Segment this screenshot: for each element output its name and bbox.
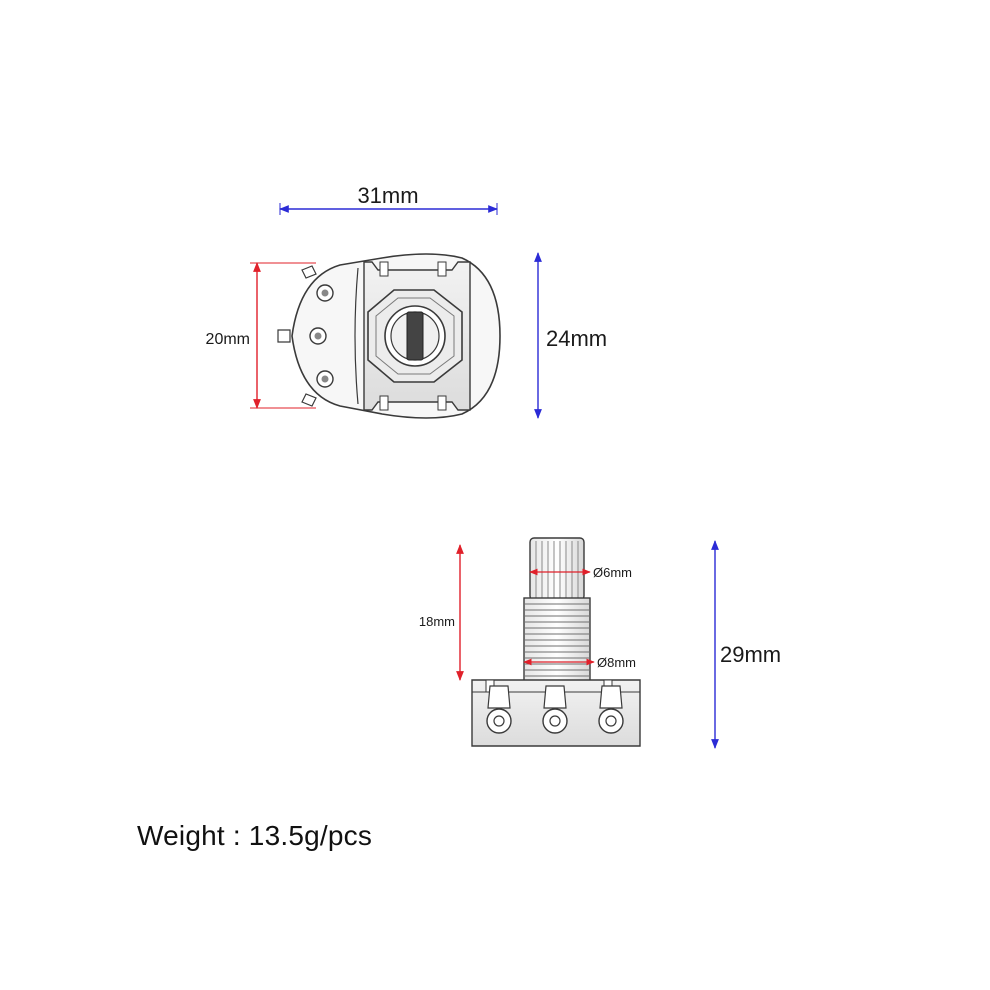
top-view-diagram: 31mm 24mm 20mm bbox=[206, 183, 607, 419]
height-dimension: 24mm bbox=[534, 252, 607, 419]
shaft-length-dimension: 18mm bbox=[419, 544, 464, 681]
thread-diameter-label: Ø8mm bbox=[597, 655, 636, 670]
potentiometer-top-body bbox=[277, 253, 501, 419]
threaded-bushing bbox=[523, 597, 591, 683]
thread-diameter-callout: Ø8mm bbox=[523, 655, 636, 670]
shaft-diameter-label: Ø6mm bbox=[593, 565, 632, 580]
weight-separator: : bbox=[224, 820, 249, 851]
width-label: 31mm bbox=[357, 183, 418, 208]
terminal-span-label: 20mm bbox=[206, 331, 250, 348]
weight-spec: Weight : 13.5g/pcs bbox=[137, 820, 372, 852]
shaft-length-label: 18mm bbox=[419, 614, 455, 629]
potentiometer-side-case bbox=[471, 679, 641, 747]
side-view-diagram: 18mm 29mm bbox=[419, 537, 781, 749]
shaft-diameter-callout: Ø6mm bbox=[529, 565, 632, 580]
top-terminal-holes bbox=[309, 284, 334, 388]
width-dimension: 31mm bbox=[279, 183, 498, 215]
height-label: 24mm bbox=[546, 326, 607, 351]
side-terminal-lugs bbox=[486, 685, 624, 734]
total-height-dimension: 29mm bbox=[711, 540, 781, 749]
weight-value: 13.5g/pcs bbox=[248, 820, 373, 851]
total-height-label: 29mm bbox=[720, 642, 781, 667]
knurled-shaft bbox=[529, 537, 585, 601]
terminal-span-dimension: 20mm bbox=[206, 262, 316, 409]
weight-label: Weight bbox=[137, 820, 225, 851]
